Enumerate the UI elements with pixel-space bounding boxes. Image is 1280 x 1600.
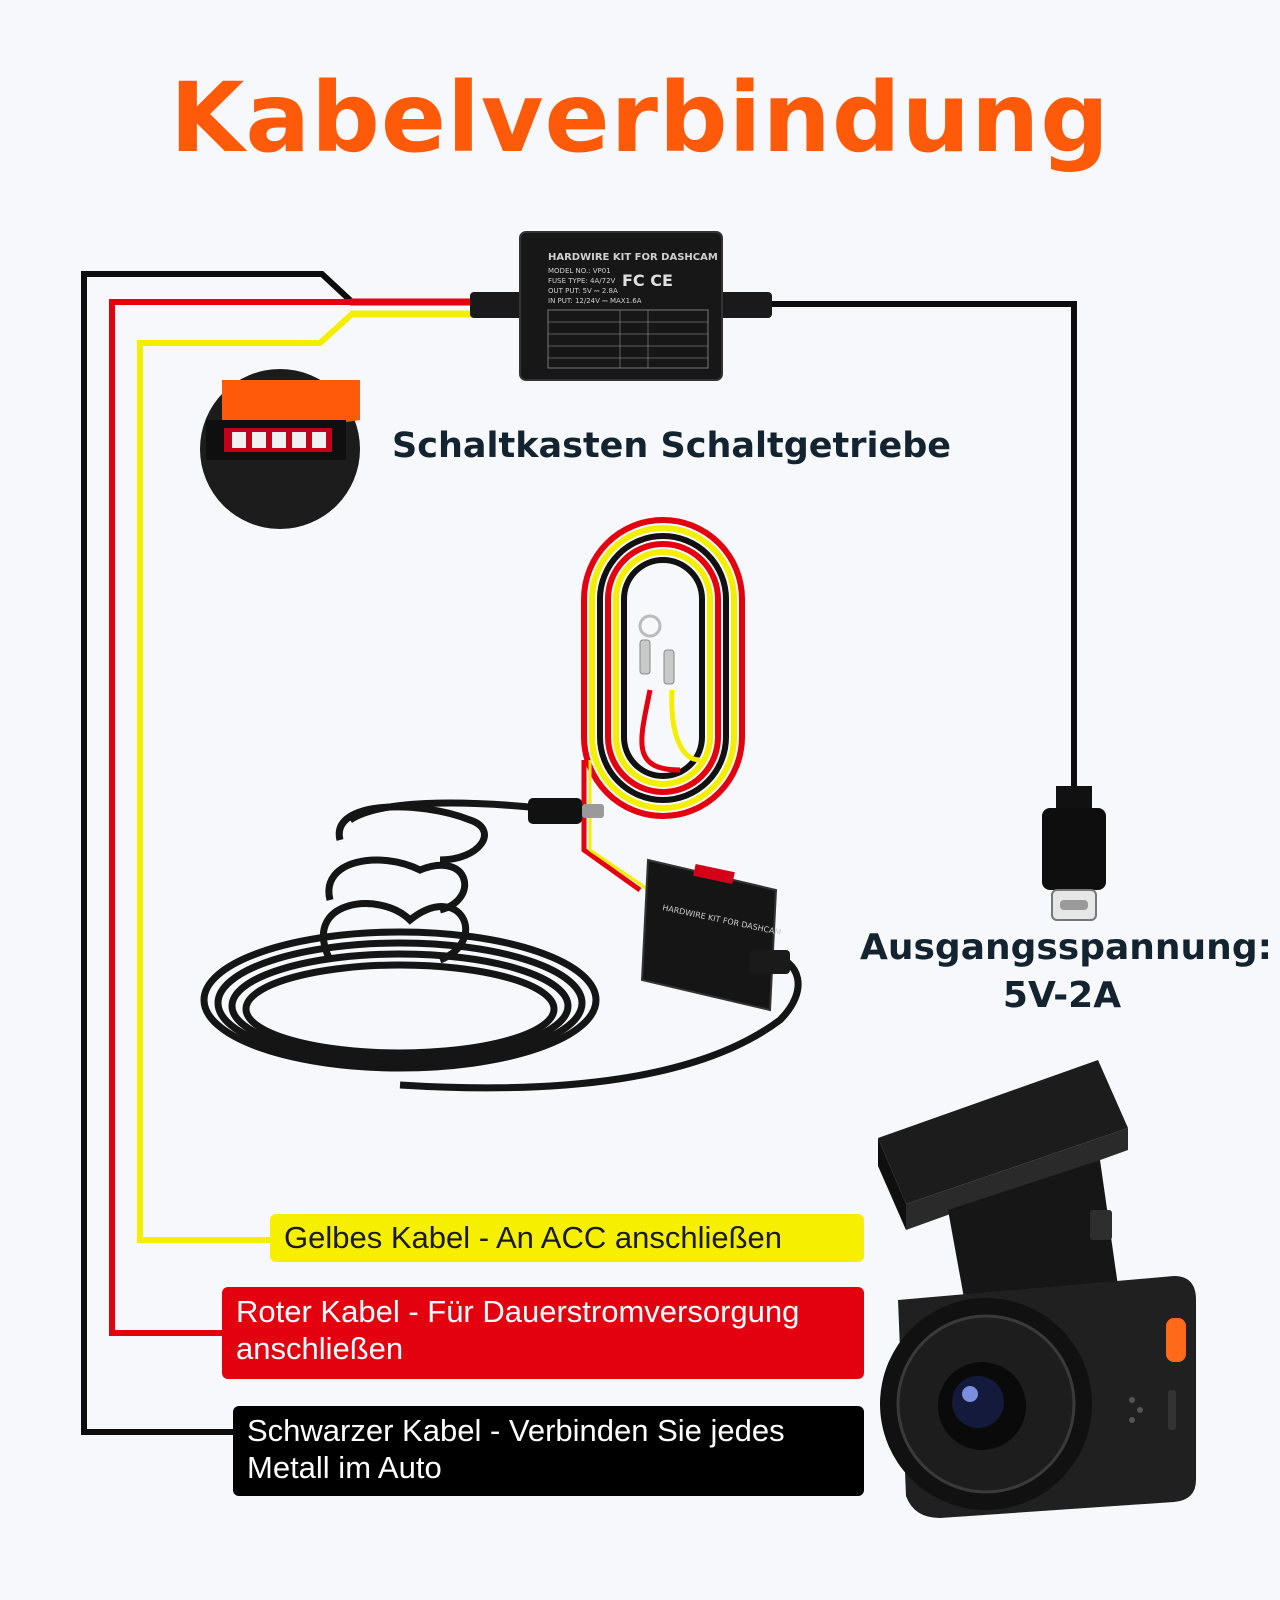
camera-button-icon — [1166, 1318, 1186, 1362]
dash-camera — [878, 1060, 1196, 1518]
hardwire-box-small: HARDWIRE KIT FOR DASHCAM — [640, 858, 790, 1012]
hardwire-box: HARDWIRE KIT FOR DASHCAM MODEL NO.: VP01… — [470, 231, 772, 381]
label-red-wire: Roter Kabel - Für Dauerstromversorgung a… — [222, 1287, 864, 1379]
spiral-black-cable — [200, 799, 802, 1092]
output-voltage-label: Ausgangsspannung: — [860, 927, 1272, 968]
label-yellow-text: Gelbes Kabel - An ACC anschließen — [284, 1220, 782, 1255]
label-black-line2: Metall im Auto — [247, 1450, 442, 1485]
output-wire — [768, 301, 1077, 790]
box-heading: HARDWIRE KIT FOR DASHCAM — [548, 252, 718, 263]
label-black-line1: Schwarzer Kabel - Verbinden Sie jedes — [247, 1413, 785, 1448]
black-wire — [81, 271, 355, 1435]
label-red-line2: anschließen — [236, 1331, 404, 1366]
fcc-ce-mark: FC CE — [622, 271, 673, 290]
box-model: MODEL NO.: VP01 — [548, 267, 611, 275]
usb-c-plug-small — [528, 798, 604, 824]
box-input: IN PUT: 12/24V ⎓ MAX1.6A — [548, 297, 642, 305]
box-fuse: FUSE TYPE: 4A/72V — [548, 277, 616, 285]
output-voltage-value: 5V-2A — [1002, 975, 1122, 1016]
box-output: OUT PUT: 5V ⎓ 2.8A — [548, 287, 618, 295]
usb-c-plug-large — [1042, 786, 1106, 921]
switchbox-caption: Schaltkasten Schaltgetriebe — [392, 426, 952, 466]
page-title: Kabelverbindung — [169, 62, 1111, 174]
dip-switch-closeup — [200, 369, 360, 529]
label-black-wire: Schwarzer Kabel - Verbinden Sie jedes Me… — [233, 1406, 864, 1496]
yellow-wire — [137, 311, 355, 1243]
output-voltage: Ausgangsspannung: 5V-2A — [860, 924, 1272, 1020]
label-yellow-wire: Gelbes Kabel - An ACC anschließen — [270, 1214, 864, 1262]
coiled-power-cable — [581, 517, 745, 893]
label-red-line1: Roter Kabel - Für Dauerstromversorgung — [236, 1294, 800, 1329]
red-wire — [109, 299, 352, 1336]
